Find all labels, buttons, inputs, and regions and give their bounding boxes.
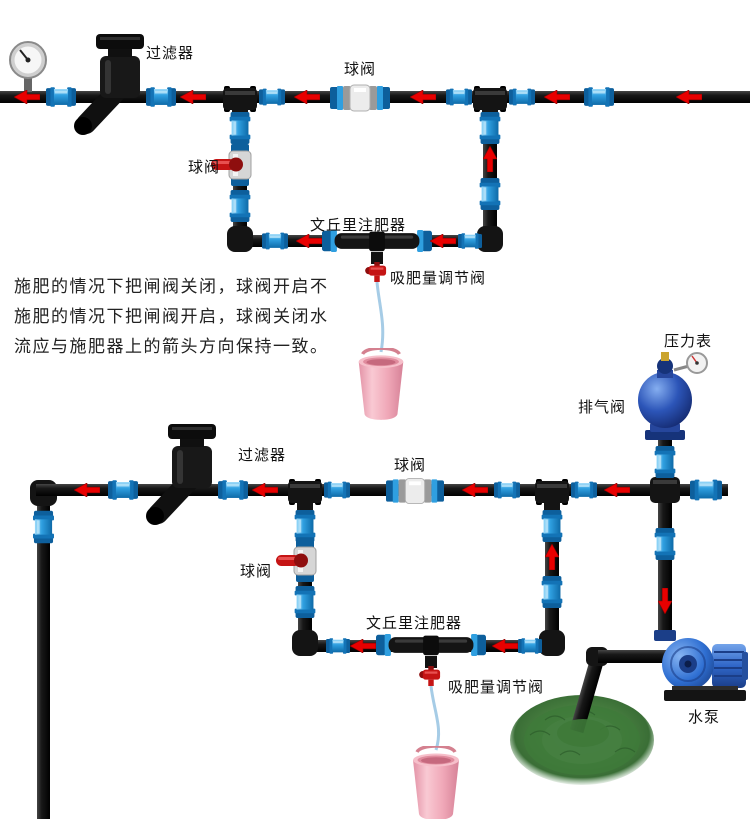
label-filter-top: 过滤器 xyxy=(146,45,195,62)
pipe-fitting xyxy=(446,88,472,106)
elbow-fitting xyxy=(227,226,253,252)
note-line-2: 施肥的情况下把闸阀开启，球阀关闭水 xyxy=(14,307,329,326)
pipe-fitting xyxy=(262,232,288,250)
note-line-1: 施肥的情况下把闸阀关闭，球阀开启不 xyxy=(14,277,329,296)
pump-suction-pipe xyxy=(569,647,666,734)
label-main-ball-valve-bottom: 球阀 xyxy=(394,457,427,474)
pipe-fitting xyxy=(294,510,316,542)
elbow-fitting xyxy=(539,630,565,656)
label-filter-bottom: 过滤器 xyxy=(238,447,287,464)
pipe-fitting xyxy=(218,480,248,500)
suction-tube xyxy=(429,685,441,751)
pipe-fitting xyxy=(294,586,316,618)
suction-port xyxy=(371,252,383,264)
note-line-3: 流应与施肥器上的箭头方向保持一致。 xyxy=(14,337,329,356)
pipe-fitting xyxy=(108,480,138,500)
tee-highlight xyxy=(653,480,677,484)
label-venturi-top: 文丘里注肥器 xyxy=(310,217,407,234)
pipe-fitting xyxy=(584,87,614,107)
suction-regulating-valve xyxy=(365,262,387,282)
pipe-fitting xyxy=(541,510,563,542)
pipe-fitting xyxy=(33,510,54,544)
pipe-fitting xyxy=(229,112,251,144)
suction-tube xyxy=(375,281,385,353)
fertilizer-bucket xyxy=(411,746,461,819)
pipe-fitting xyxy=(458,233,482,249)
suction-port xyxy=(425,656,437,668)
pipe-fitting xyxy=(324,481,350,499)
pump-discharge-pipe xyxy=(658,496,672,638)
small-pressure-gauge xyxy=(686,352,708,374)
elbow-fitting xyxy=(292,630,318,656)
pipe-fitting xyxy=(690,479,722,501)
pipe-fitting xyxy=(479,112,501,144)
y-filter xyxy=(74,34,144,135)
pipe-fitting xyxy=(229,190,251,222)
gauge-stem xyxy=(673,364,690,372)
pipe-fitting xyxy=(654,446,676,478)
air-release-valve xyxy=(638,352,708,440)
label-air-valve: 排气阀 xyxy=(578,399,627,416)
fertilizer-bucket xyxy=(357,348,405,420)
pipe-fitting xyxy=(509,88,535,106)
pipe-fitting xyxy=(494,481,520,499)
bottom-left-drop-pipe xyxy=(37,498,50,819)
inline-pressure-gauge xyxy=(9,41,47,92)
main-ball-valve xyxy=(386,477,444,505)
label-water-pump: 水泵 xyxy=(688,709,721,726)
elbow-fitting xyxy=(477,226,503,252)
label-main-ball-valve-top: 球阀 xyxy=(344,61,377,78)
instruction-note: 施肥的情况下把闸阀关闭，球阀开启不 施肥的情况下把闸阀开启，球阀关闭水 流应与施… xyxy=(14,272,329,362)
label-branch-ball-valve-top: 球阀 xyxy=(188,159,221,176)
pipe-fitting xyxy=(541,576,563,608)
pipe-fitting xyxy=(46,87,76,107)
pipe-fitting xyxy=(518,638,542,654)
pipe-fitting xyxy=(259,88,285,106)
pipe-fitting xyxy=(326,638,350,654)
bottom-diagram xyxy=(30,352,748,819)
main-ball-valve xyxy=(330,84,390,112)
label-suction-valve-top: 吸肥量调节阀 xyxy=(390,270,487,287)
label-venturi-bottom: 文丘里注肥器 xyxy=(366,615,463,632)
label-branch-ball-valve-bottom: 球阀 xyxy=(240,563,273,580)
pipe-fitting xyxy=(479,178,501,210)
label-suction-valve-bottom: 吸肥量调节阀 xyxy=(448,679,545,696)
branch-ball-valve xyxy=(275,540,317,582)
pipe-fitting xyxy=(571,481,597,499)
suction-regulating-valve xyxy=(419,666,441,686)
top-diagram xyxy=(0,34,750,420)
pipe-fitting xyxy=(146,87,176,107)
pipe-fitting xyxy=(654,528,676,560)
water-pump xyxy=(654,630,748,701)
label-pressure-gauge: 压力表 xyxy=(664,333,713,350)
venturi-injector xyxy=(376,634,486,656)
grass-overlay xyxy=(557,719,609,747)
y-filter xyxy=(146,424,216,525)
